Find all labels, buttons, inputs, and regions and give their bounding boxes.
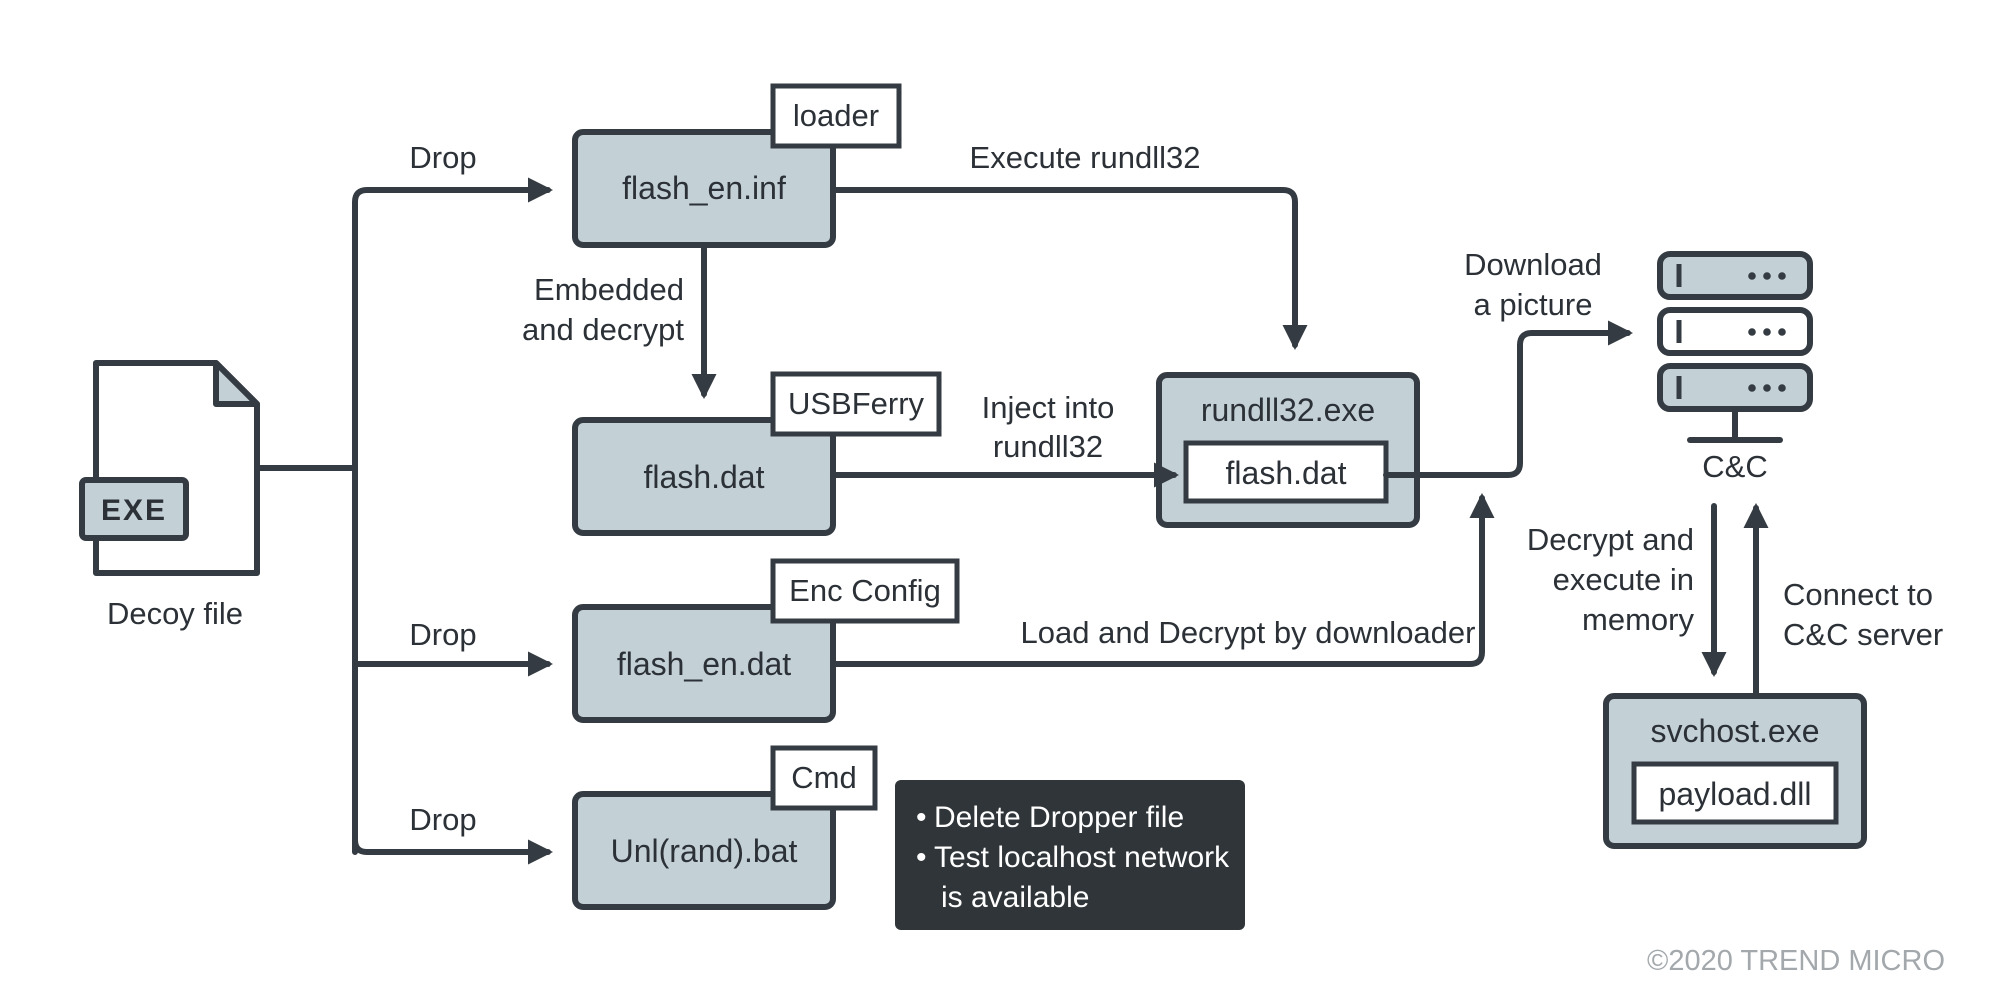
load-decrypt-arrow: [830, 492, 1495, 667]
drop-arrow-unl-bat: [352, 837, 554, 865]
unl-bat-node: Unl(rand).bat Cmd: [572, 745, 878, 910]
execute-edge: Execute rundll32: [830, 140, 1308, 351]
copyright-text: ©2020 TREND MICRO: [1647, 945, 1945, 977]
download-edge: Download a picture: [1383, 247, 1634, 478]
unl-bat-box: [572, 791, 836, 910]
server-icon: [1657, 251, 1813, 443]
unl-bat-label: Unl(rand).bat: [611, 833, 798, 869]
decrypt-label-1: Decrypt and: [1527, 522, 1694, 557]
loader-tag: [770, 83, 902, 149]
enc-config-tag-label: Enc Config: [789, 573, 941, 608]
embedded-decrypt-edge: Embedded and decrypt: [522, 242, 717, 400]
enc-config-tag: [770, 558, 960, 624]
load-decrypt-label: Load and Decrypt by downloader: [1021, 615, 1476, 650]
flash-dat-node: flash.dat USBFerry: [572, 371, 942, 536]
drop-connectors: Drop Drop Drop: [254, 140, 554, 865]
flash-dat-label: flash.dat: [644, 459, 765, 495]
callout-bullet-2: •: [916, 841, 927, 874]
drop-label-1: Drop: [409, 140, 476, 175]
decoy-file-caption: Decoy file: [107, 596, 243, 631]
inject-edge: Inject into rundll32: [830, 390, 1180, 488]
download-arrow: [1383, 320, 1634, 478]
usbferry-tag-label: USBFerry: [788, 386, 925, 421]
download-label-1: Download: [1464, 247, 1602, 282]
decrypt-label-2: execute in: [1553, 562, 1694, 597]
bat-actions-callout: • Delete Dropper file • Test localhost n…: [895, 780, 1245, 930]
callout-bullet-1: •: [916, 801, 927, 834]
cmd-tag: [770, 745, 878, 811]
drop-label-3: Drop: [409, 802, 476, 837]
exe-badge-label: EXE: [101, 494, 167, 527]
svchost-label: svchost.exe: [1651, 713, 1820, 749]
embedded-label-1: Embedded: [534, 272, 684, 307]
loader-tag-label: loader: [793, 98, 879, 133]
svchost-inner-label: payload.dll: [1659, 776, 1812, 812]
callout-text-1: Delete Dropper file: [934, 801, 1184, 834]
connect-label-2: C&C server: [1783, 617, 1943, 652]
drop-label-2: Drop: [409, 617, 476, 652]
rundll32-inner-label: flash.dat: [1226, 455, 1347, 491]
flash-en-dat-node: flash_en.dat Enc Config: [572, 558, 960, 723]
rundll32-inner-box: [1183, 440, 1389, 504]
drop-trunk-line: [352, 177, 554, 855]
inject-label-1: Inject into: [982, 390, 1115, 425]
execute-arrow: [830, 187, 1308, 351]
callout-text-3: is available: [941, 881, 1089, 914]
cnc-svchost-edges: Decrypt and execute in memory Connect to…: [1527, 502, 1943, 699]
rundll32-label: rundll32.exe: [1201, 392, 1375, 428]
document-fold-icon: [213, 360, 260, 407]
decoy-file-node: EXE Decoy file: [79, 360, 260, 631]
flash-en-inf-label: flash_en.inf: [622, 170, 786, 206]
callout-text-2: Test localhost network: [934, 841, 1230, 874]
flash-en-dat-label: flash_en.dat: [617, 646, 791, 682]
callout-box: [895, 780, 1245, 930]
load-decrypt-edge: Load and Decrypt by downloader: [830, 492, 1495, 667]
inject-label-2: rundll32: [993, 429, 1103, 464]
exe-badge: [79, 477, 189, 541]
decrypt-label-3: memory: [1582, 602, 1694, 637]
svchost-node: svchost.exe payload.dll: [1603, 693, 1867, 849]
flash-en-inf-node: flash_en.inf loader: [572, 83, 902, 248]
cnc-server-node: C&C: [1657, 251, 1813, 484]
download-label-2: a picture: [1474, 287, 1593, 322]
execute-label: Execute rundll32: [970, 140, 1201, 175]
usbferry-tag: [770, 371, 942, 437]
connect-label-1: Connect to: [1783, 577, 1933, 612]
cnc-label: C&C: [1702, 449, 1767, 484]
svchost-inner-box: [1631, 761, 1839, 825]
embedded-label-2: and decrypt: [522, 312, 684, 347]
cmd-tag-label: Cmd: [791, 760, 856, 795]
rundll32-node: rundll32.exe flash.dat: [1156, 372, 1420, 528]
